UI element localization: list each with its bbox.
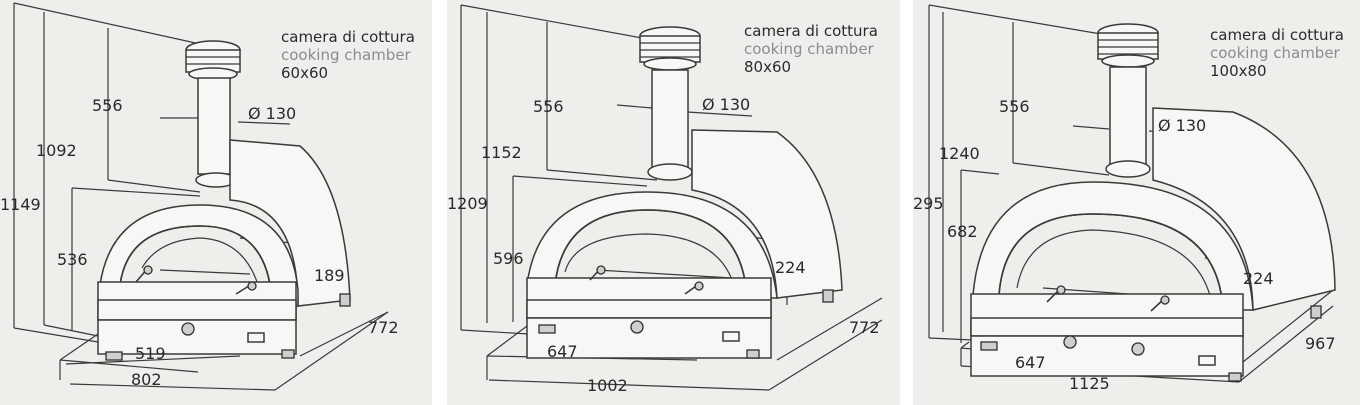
dim-596: 596 xyxy=(493,249,524,268)
dim-diameter: Ø 130 xyxy=(1158,116,1206,135)
dim-1209: 1209 xyxy=(447,194,488,213)
oven-drawing: 556 Ø 130 1152 1209 596 224 647 1002 772 xyxy=(447,4,883,395)
caption: camera di cottura cooking chamber 60x60 xyxy=(281,28,415,82)
oven-body xyxy=(970,107,1336,382)
oven-drawing: 556 Ø 130 1092 1149 536 189 519 802 772 xyxy=(0,2,399,391)
dim-295: 295 xyxy=(913,194,944,213)
dim-647: 647 xyxy=(547,342,578,361)
oven-body xyxy=(97,139,351,361)
caption-italian: camera di cottura xyxy=(281,28,415,46)
dim-diameter: Ø 130 xyxy=(702,95,750,114)
dim-1240: 1240 xyxy=(939,144,980,163)
dim-224: 224 xyxy=(1243,269,1274,288)
dim-647: 647 xyxy=(1015,353,1046,372)
caption: camera di cottura cooking chamber 80x60 xyxy=(744,22,878,76)
dim-1125: 1125 xyxy=(1069,374,1110,393)
dim-189: 189 xyxy=(314,266,345,285)
chimney xyxy=(1097,23,1159,178)
chimney xyxy=(639,26,701,181)
caption-english: cooking chamber xyxy=(1210,44,1340,62)
oven-panel-100x80: camera di cottura cooking chamber 100x80 xyxy=(913,0,1360,405)
chimney xyxy=(185,40,241,188)
dim-772: 772 xyxy=(849,318,880,337)
dim-1002: 1002 xyxy=(587,376,628,395)
caption-english: cooking chamber xyxy=(281,46,411,64)
dim-519: 519 xyxy=(135,344,166,363)
dim-556: 556 xyxy=(533,97,564,116)
dim-224: 224 xyxy=(775,258,806,277)
dim-682: 682 xyxy=(947,222,978,241)
caption-italian: camera di cottura xyxy=(1210,26,1344,44)
oven-body xyxy=(526,129,843,359)
dim-1149: 1149 xyxy=(0,195,41,214)
caption-italian: camera di cottura xyxy=(744,22,878,40)
dim-536: 536 xyxy=(57,250,88,269)
dim-556: 556 xyxy=(999,97,1030,116)
dim-1092: 1092 xyxy=(36,141,77,160)
oven-panel-80x60: camera di cottura cooking chamber 80x60 xyxy=(447,0,900,405)
caption-size: 100x80 xyxy=(1210,62,1267,80)
dim-1152: 1152 xyxy=(481,143,522,162)
oven-panel-60x60: camera di cottura cooking chamber 60x60 xyxy=(0,0,432,405)
caption-size: 60x60 xyxy=(281,64,329,82)
dim-diameter: Ø 130 xyxy=(248,104,296,123)
dim-556: 556 xyxy=(92,96,123,115)
oven-drawing: 556 Ø 130 1240 295 682 224 647 1125 967 xyxy=(913,4,1336,393)
dim-967: 967 xyxy=(1305,334,1336,353)
dim-802: 802 xyxy=(131,370,162,389)
dim-772: 772 xyxy=(368,318,399,337)
caption-english: cooking chamber xyxy=(744,40,874,58)
caption-size: 80x60 xyxy=(744,58,792,76)
caption: camera di cottura cooking chamber 100x80 xyxy=(1210,26,1344,80)
